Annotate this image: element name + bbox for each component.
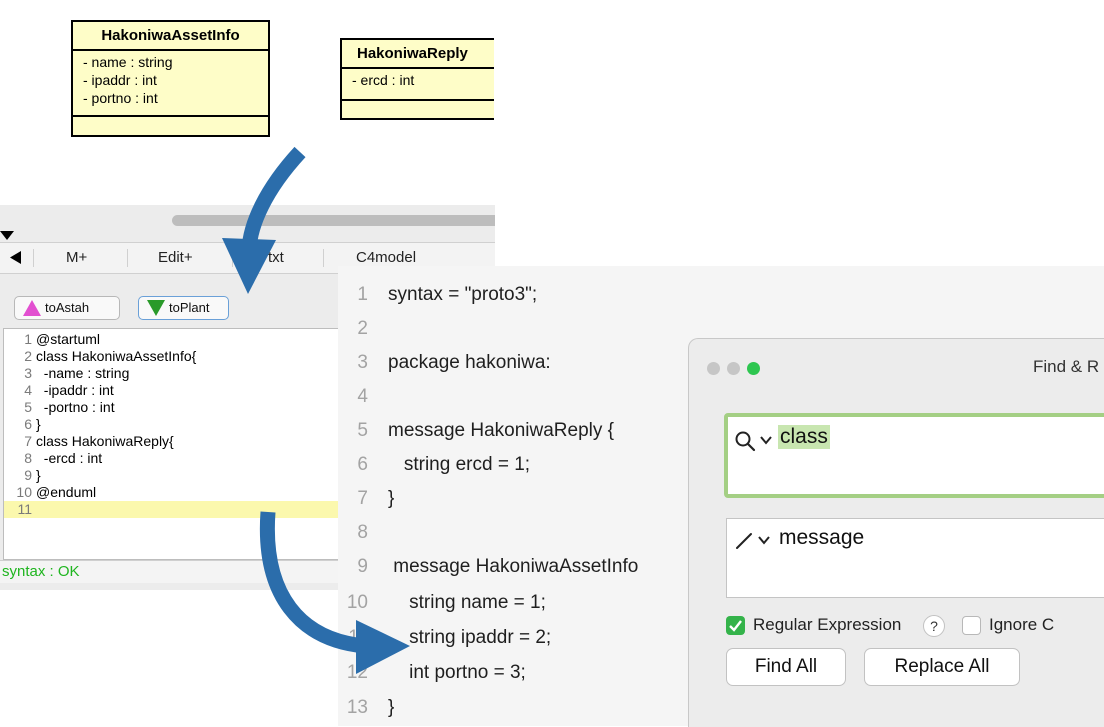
regex-label: Regular Expression: [753, 615, 902, 634]
triangle-left-icon[interactable]: [10, 251, 21, 268]
find-field[interactable]: class: [724, 413, 1104, 498]
menu-item-txt[interactable]: txt: [268, 249, 284, 266]
code-line: 9 message HakoniwaAssetInfo: [357, 556, 639, 577]
triangle-down-icon: [147, 300, 165, 323]
code-line: 8 -ercd : int: [24, 450, 103, 466]
chevron-down-icon[interactable]: [760, 432, 772, 448]
uml-class-hakoniwa-reply: HakoniwaReply - ercd : int: [340, 38, 494, 120]
triangle-up-icon: [23, 300, 41, 323]
uml-class-hakoniwa-asset-info: HakoniwaAssetInfo - name : string - ipad…: [71, 20, 270, 137]
to-astah-button[interactable]: toAstah: [14, 296, 120, 320]
scrollbar-thumb[interactable]: [172, 215, 495, 226]
to-plant-label: toPlant: [169, 300, 210, 315]
close-window-button[interactable]: [707, 362, 720, 375]
menu-separator: [33, 249, 34, 267]
uml-attribute: - portno : int: [83, 90, 158, 106]
code-line: 4 -ipaddr : int: [24, 382, 114, 398]
pencil-icon[interactable]: [735, 531, 755, 556]
menu-separator: [127, 249, 128, 267]
triangle-down-icon[interactable]: [0, 231, 14, 242]
code-line: 9}: [24, 467, 41, 483]
replace-field[interactable]: message: [726, 518, 1104, 598]
code-line: 11 string ipaddr = 2;: [348, 627, 552, 648]
code-line: 10 string name = 1;: [346, 592, 546, 613]
to-plant-button[interactable]: toPlant: [138, 296, 229, 320]
search-options: Regular Expression ? Ignore C: [726, 615, 1104, 639]
code-line: 3 -name : string: [24, 365, 130, 381]
window-title-bar[interactable]: Find & R: [689, 339, 1104, 395]
find-input-value[interactable]: class: [778, 425, 830, 449]
uml-attribute: - ercd : int: [352, 72, 415, 88]
replace-all-button[interactable]: Replace All: [864, 648, 1020, 686]
zoom-window-button[interactable]: [747, 362, 760, 375]
menu-item-m-plus[interactable]: M+: [66, 249, 88, 266]
code-line: 4: [357, 386, 368, 407]
code-line: 5 -portno : int: [24, 399, 115, 415]
horizontal-scrollbar[interactable]: [0, 205, 495, 233]
replace-input-value[interactable]: message: [779, 526, 865, 549]
ignore-case-label: Ignore C: [989, 615, 1055, 634]
find-replace-window: Find & R class message Regular Expressio…: [688, 338, 1104, 727]
code-line: 13}: [346, 697, 395, 718]
code-line: 1@startuml: [24, 331, 100, 347]
uml-reply-clip: HakoniwaReply - ercd : int: [340, 38, 494, 120]
find-all-button[interactable]: Find All: [726, 648, 846, 686]
code-line: 12 int portno = 3;: [346, 662, 526, 683]
regex-checkbox[interactable]: [726, 616, 745, 635]
conversion-button-row: toAstah toPlant: [0, 288, 495, 328]
menu-separator: [323, 249, 324, 267]
uml-attributes: - name : string - ipaddr : int - portno …: [73, 51, 268, 117]
uml-class-name: HakoniwaAssetInfo: [73, 22, 268, 51]
help-button[interactable]: ?: [923, 615, 945, 637]
menu-separator: [232, 249, 233, 267]
uml-attributes: - ercd : int: [342, 69, 494, 101]
to-astah-label: toAstah: [45, 300, 90, 315]
menu-item-edit-plus[interactable]: Edit+: [158, 249, 193, 266]
code-line: 6 string ercd = 1;: [357, 454, 531, 475]
code-line: 7}: [357, 488, 395, 509]
menu-item-c4model[interactable]: C4model: [356, 249, 417, 266]
uml-attribute: - name : string: [83, 54, 173, 70]
code-line: 8: [357, 522, 368, 543]
code-line: 10@enduml: [16, 484, 97, 500]
ignore-case-checkbox[interactable]: [962, 616, 981, 635]
search-icon[interactable]: [734, 430, 756, 457]
code-line: 2: [357, 318, 368, 339]
code-line: 6}: [24, 416, 41, 432]
uml-attribute: - ipaddr : int: [83, 72, 157, 88]
window-title: Find & R: [1033, 357, 1100, 376]
uml-class-name: HakoniwaReply: [342, 40, 494, 69]
minimize-window-button[interactable]: [727, 362, 740, 375]
chevron-down-icon[interactable]: [758, 532, 770, 548]
